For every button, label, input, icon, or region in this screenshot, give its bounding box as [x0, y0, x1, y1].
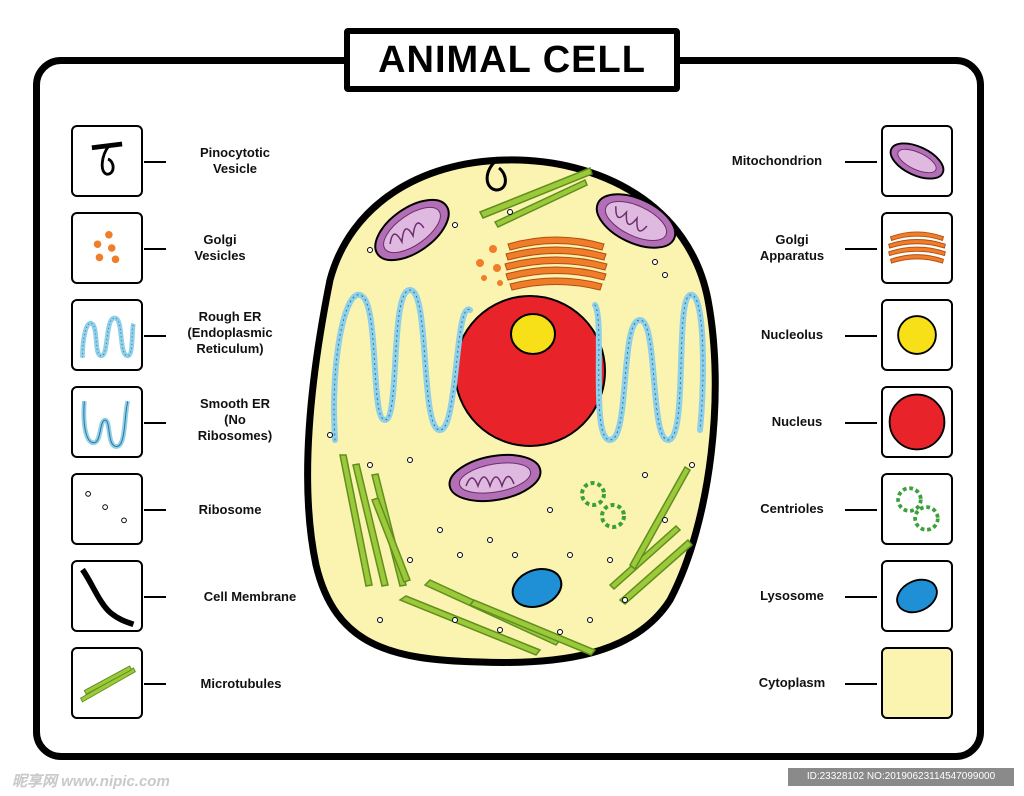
smooth-er-icon [81, 400, 131, 449]
label-lysosome: Lysosome [742, 588, 842, 604]
legend-box-mitochondrion [881, 125, 953, 197]
connector [845, 161, 877, 163]
label-line: Vesicle [212, 161, 258, 176]
label-line: Lysosome [760, 588, 824, 603]
mitochondrion-lower [448, 453, 542, 503]
cytoplasm-icon [883, 649, 951, 717]
pinocytotic-vesicle-icon [91, 141, 123, 176]
cell-membrane-icon [80, 567, 135, 628]
legend-box-smooth-er [71, 386, 143, 458]
legend-box-centrioles [881, 473, 953, 545]
pinocytotic-vesicle [485, 158, 507, 192]
connector [144, 161, 166, 163]
label-line: Vesicles [194, 248, 246, 263]
label-cytoplasm: Cytoplasm [742, 675, 842, 691]
lysosome-icon [896, 578, 938, 614]
endoplasmic-reticulum-left [331, 286, 473, 443]
connector [144, 335, 166, 337]
centrioles [580, 481, 626, 529]
connector [845, 683, 877, 685]
label-line: Centrioles [760, 501, 824, 516]
label-mitochondrion: Mitochondrion [712, 153, 842, 169]
connector [845, 509, 877, 511]
connector [144, 248, 166, 250]
legend-box-microtubules [71, 647, 143, 719]
label-nucleolus: Nucleolus [742, 327, 842, 343]
microtubules-top [478, 167, 593, 228]
page-title: ANIMAL CELL [378, 38, 646, 81]
label-microtubules: Microtubules [176, 676, 306, 692]
label-line: Golgi [203, 232, 237, 247]
label-line: (No [224, 412, 246, 427]
label-line: Rough ER [198, 309, 262, 324]
connector [845, 335, 877, 337]
nucleolus-icon [897, 315, 937, 355]
label-line: Smooth ER [199, 396, 271, 411]
label-line: Nucleus [771, 414, 823, 429]
nucleus-icon [888, 393, 946, 451]
label-cell-membrane: Cell Membrane [180, 589, 320, 605]
connector [144, 596, 166, 598]
rough-er-icon [80, 315, 136, 359]
mitochondrion-top-right [595, 193, 677, 249]
ribosome-icon [85, 491, 127, 524]
label-ribosome: Ribosome [170, 502, 290, 518]
connector [144, 422, 166, 424]
label-line: Reticulum) [196, 341, 264, 356]
label-line: Microtubules [200, 676, 282, 691]
label-line: Pinocytotic [199, 145, 271, 160]
microtubules-bottom [339, 454, 694, 656]
legend-box-lysosome [881, 560, 953, 632]
legend-box-cell-membrane [71, 560, 143, 632]
connector [845, 422, 877, 424]
connector [144, 683, 166, 685]
image-id-bar: ID:23328102 NO:20190623114547099000 [788, 768, 1014, 786]
legend-box-nucleus [881, 386, 953, 458]
centrioles-icon [896, 486, 940, 532]
legend-box-cytoplasm [881, 647, 953, 719]
legend-box-nucleolus [881, 299, 953, 371]
lysosome [511, 568, 563, 608]
title-box: ANIMAL CELL [344, 28, 680, 92]
microtubules-icon [79, 665, 136, 703]
label-line: Apparatus [759, 248, 825, 263]
label-line: Cell Membrane [203, 589, 297, 604]
label-line: Nucleolus [760, 327, 824, 342]
label-line: Ribosomes) [197, 428, 273, 443]
nucleolus [510, 313, 556, 355]
watermark: 昵享网 www.nipic.com [12, 773, 170, 790]
label-nucleus: Nucleus [752, 414, 842, 430]
connector [845, 596, 877, 598]
label-line: (Endoplasmic [187, 325, 273, 340]
connector [845, 248, 877, 250]
label-line: Cytoplasm [758, 675, 826, 690]
golgi-apparatus [504, 236, 608, 291]
label-line: Golgi [775, 232, 809, 247]
legend-box-golgi-vesicles [71, 212, 143, 284]
golgi-vesicles-icon [93, 231, 120, 264]
label-centrioles: Centrioles [742, 501, 842, 517]
legend-box-pinocytotic-vesicle [71, 125, 143, 197]
golgi-vesicles [476, 245, 503, 286]
ribosomes [327, 209, 695, 635]
legend-box-ribosome [71, 473, 143, 545]
connector [144, 509, 166, 511]
label-line: Ribosome [198, 502, 262, 517]
mitochondrion-top-left [374, 198, 450, 262]
legend-box-rough-er [71, 299, 143, 371]
golgi-apparatus-icon [888, 231, 946, 264]
legend-box-golgi-apparatus [881, 212, 953, 284]
label-line: Mitochondrion [731, 153, 823, 168]
endoplasmic-reticulum-right [592, 292, 706, 444]
mitochondrion-icon [889, 142, 945, 180]
